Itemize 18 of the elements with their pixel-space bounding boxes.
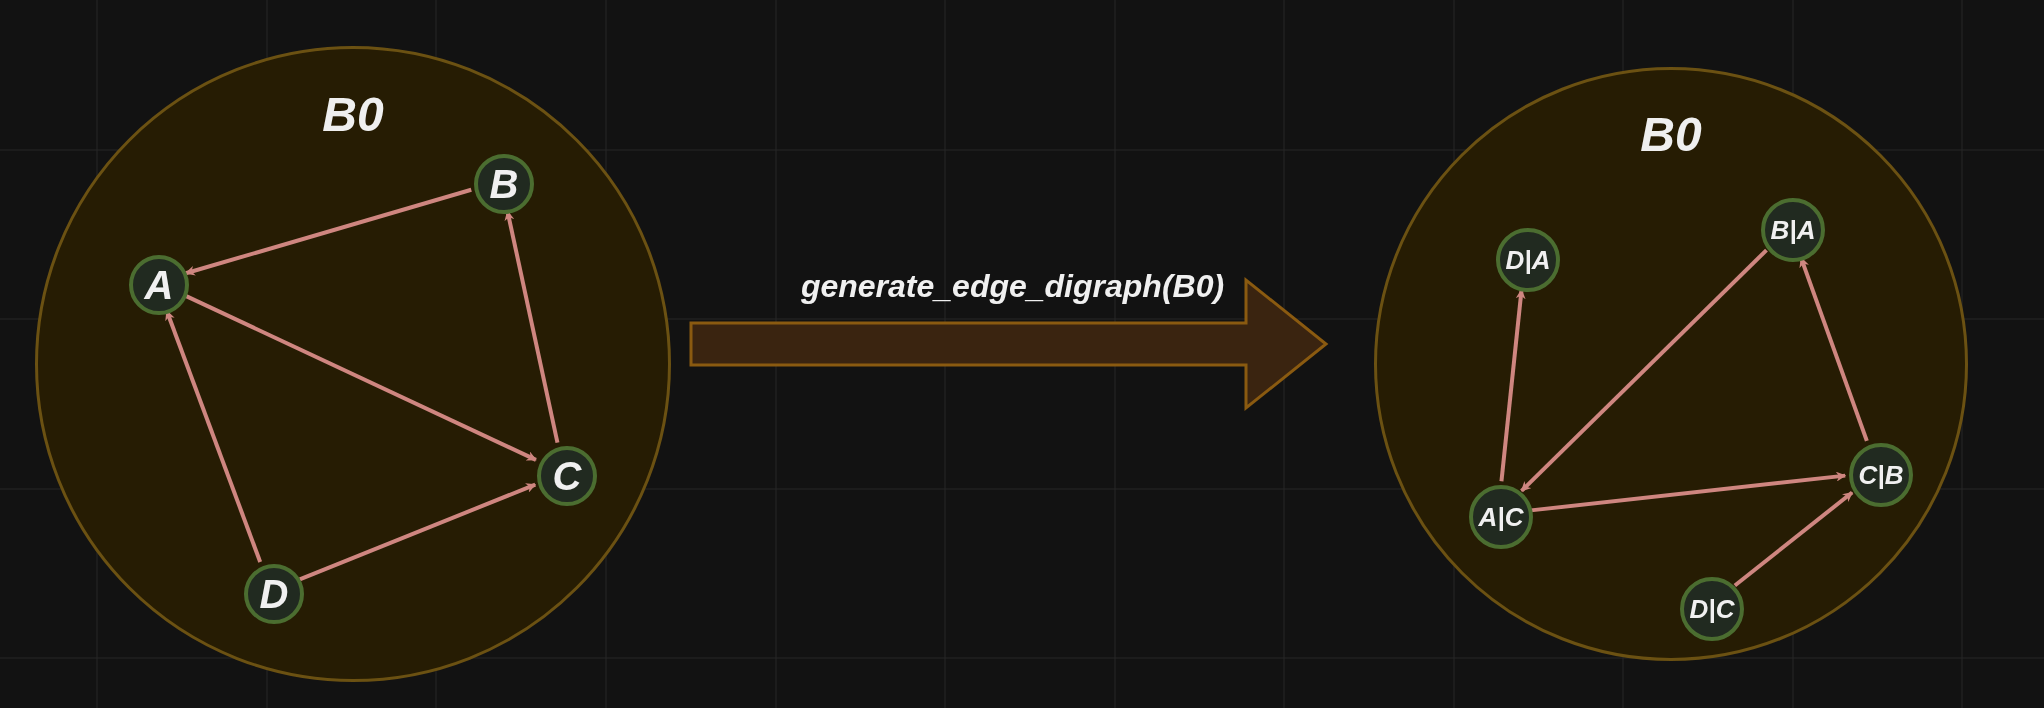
vertex-label: C|B — [1858, 462, 1904, 488]
arrow — [184, 187, 472, 276]
arrow — [1733, 490, 1854, 588]
vertex-label: D — [259, 574, 289, 614]
group-title: B0 — [321, 91, 385, 139]
arrow — [299, 482, 537, 582]
edge-label: generate_edge_digraph(B0) — [800, 270, 1225, 302]
vertex-label: B|A — [1770, 217, 1816, 243]
vertex-label: D|C — [1689, 596, 1735, 622]
group-title: B0 — [1639, 111, 1703, 159]
vertex-label: B — [489, 164, 519, 204]
transform-arrow — [689, 276, 1329, 412]
vertex-label: D|A — [1505, 247, 1551, 273]
arrow — [1520, 248, 1768, 493]
vertex-label: A — [144, 265, 174, 305]
arrow — [1530, 471, 1847, 513]
vertex-label: C — [552, 456, 582, 496]
vertex-label: A|C — [1478, 504, 1524, 530]
